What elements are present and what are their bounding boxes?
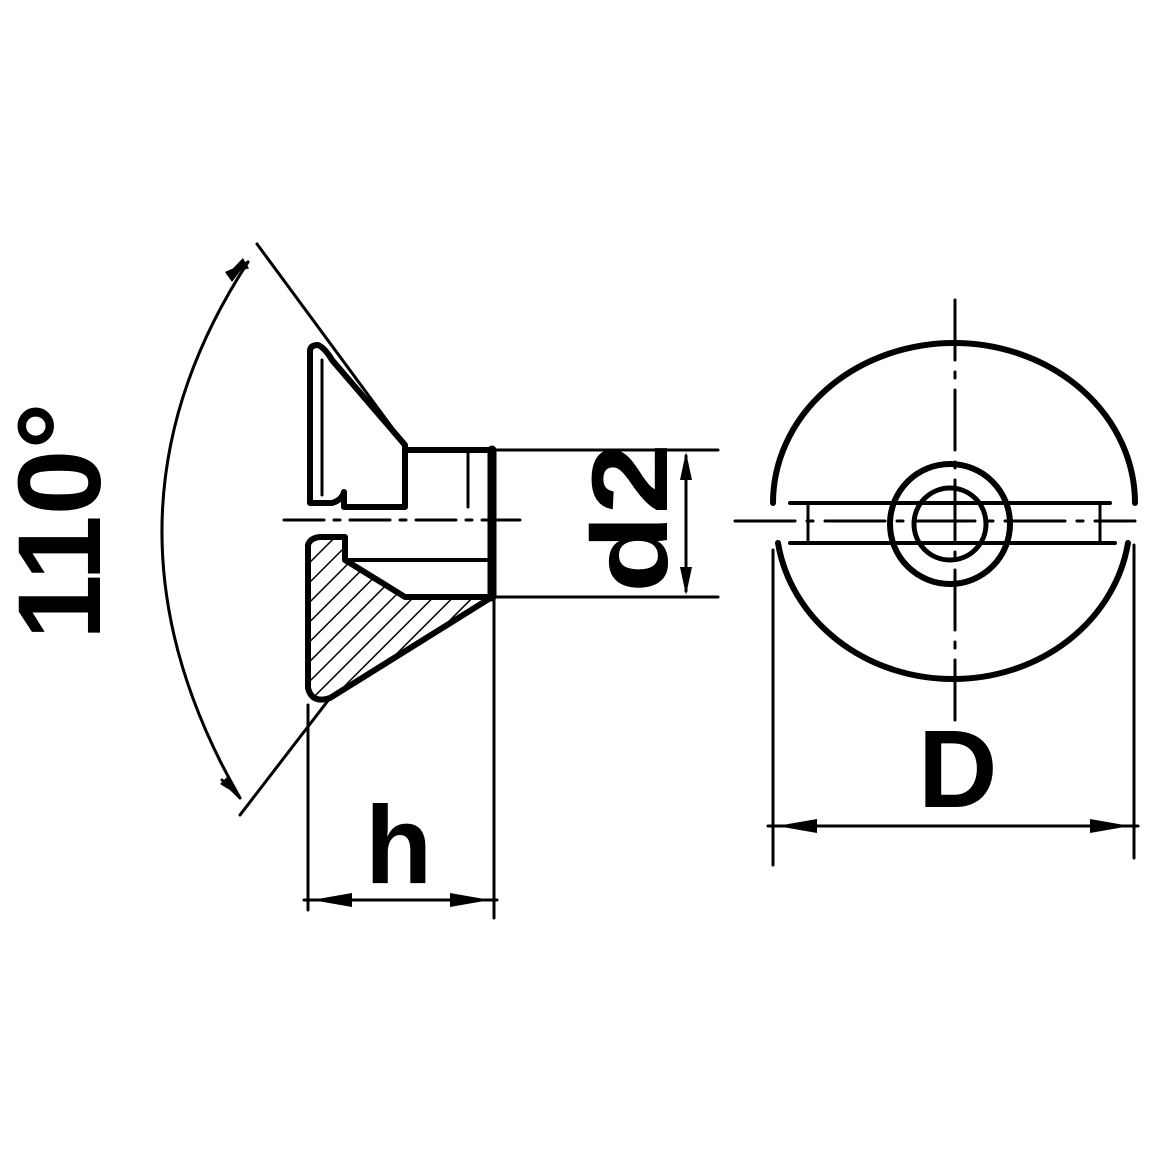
lower-half-section-fill [308,540,492,700]
h-label: h [365,784,432,907]
h-arrowhead-right [450,893,490,907]
angle-extension-upper [255,242,407,447]
top-view [733,298,1138,732]
angle-arc [160,260,250,800]
D-label: D [918,708,997,831]
upper-half-outline [307,342,408,510]
d2-arrowhead-upper [680,452,692,480]
lower-half-disc [775,540,1131,683]
angle-extension-lower [238,696,332,817]
angle-arrowhead-upper [225,262,247,282]
angle-arrowhead-lower [220,775,241,797]
d2-arrowhead-lower [680,567,692,595]
bore-outer-ring [887,461,1013,587]
side-view [282,342,522,703]
D-arrowhead-left [777,819,817,833]
D-arrowhead-right [1090,819,1130,833]
d2-label: d2 [569,443,690,593]
angle-label: 110° [0,402,126,640]
angle-dimension [160,242,407,817]
lower-half-outline [305,534,495,703]
D-dimension [766,543,1140,867]
bore-inner-ring [911,485,989,563]
h-arrowhead-left [312,893,352,907]
